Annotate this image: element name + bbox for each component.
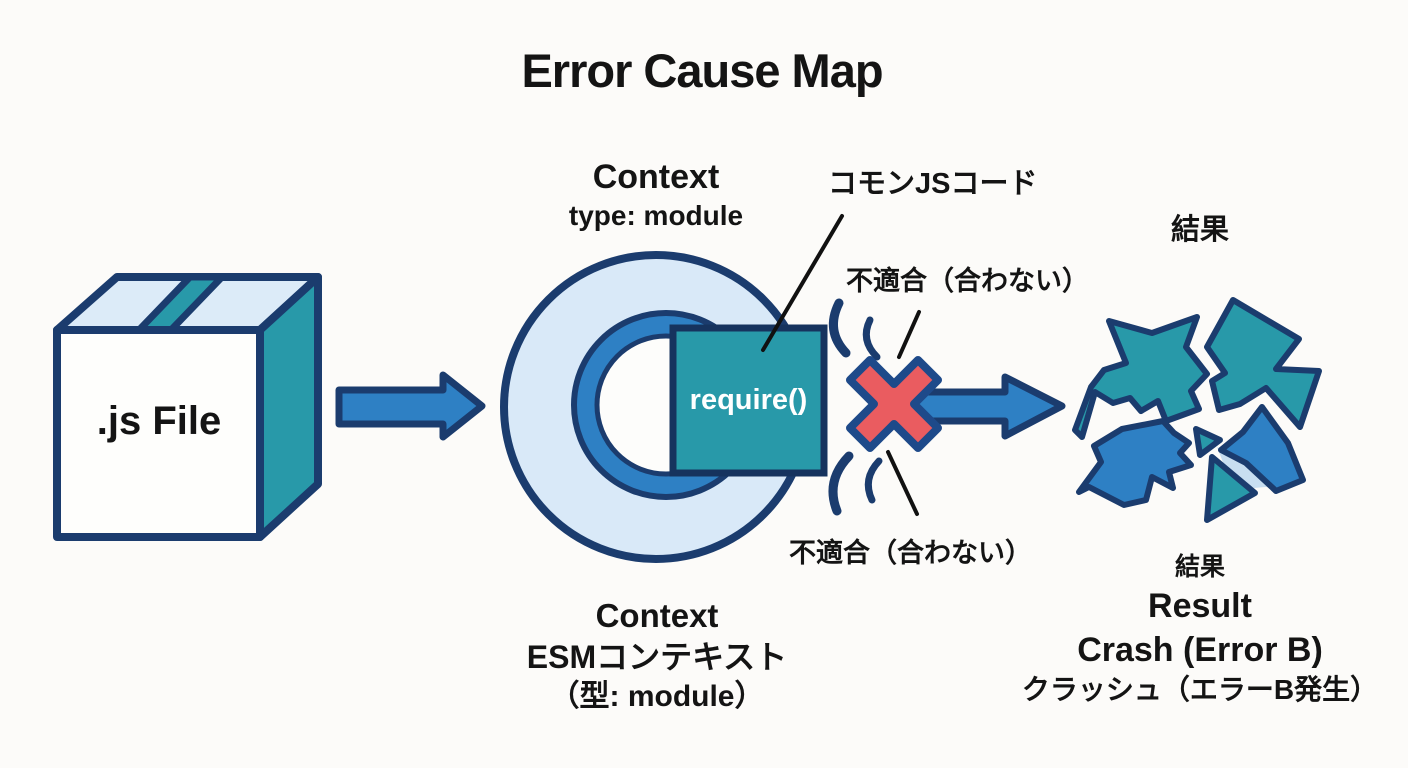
result-bottom-label-group: 結果 Result Crash (Error B) クラッシュ（エラーB発生）: [1000, 551, 1400, 708]
collision-splash-icon: [828, 298, 883, 516]
shard: [1204, 454, 1258, 523]
flow-arrow-icon: [335, 371, 486, 441]
esm-context-jp-label: ESMコンテキスト: [526, 639, 788, 676]
shard: [1193, 426, 1223, 458]
crash-jp-label: クラッシュ（エラーB発生）: [1021, 673, 1379, 705]
context-top-label: Context: [592, 158, 720, 196]
shattered-pieces-icon: [1072, 297, 1322, 523]
context-type-label: type: module: [568, 200, 744, 232]
diagram-title: Error Cause Map: [521, 44, 883, 97]
collision-x-icon: [846, 356, 942, 452]
commonjs-code-label: コモンJSコード: [828, 168, 1038, 200]
pointer-line-bottom: [886, 450, 919, 516]
js-file-label: .js File: [96, 399, 222, 443]
context-top-label-group: Context type: module: [506, 158, 806, 232]
shard: [1072, 314, 1210, 440]
result-top-label: 結果: [1170, 214, 1229, 246]
context-bottom-label-group: Context ESMコンテキスト （型: module）: [457, 595, 857, 717]
result-label: Result: [1148, 586, 1252, 625]
js-file-box-icon: [53, 273, 322, 541]
shard: [1076, 418, 1194, 508]
result-jp-small-label: 結果: [1174, 553, 1225, 581]
callout-line: [761, 214, 844, 352]
mismatch-top-label: 不適合（合わない）: [846, 266, 1089, 296]
mismatch-bottom-label: 不適合（合わない）: [789, 538, 1032, 568]
shard: [1218, 404, 1306, 494]
require-box-icon: [669, 324, 828, 477]
crash-label: Crash (Error B): [1077, 630, 1323, 669]
shard: [1204, 297, 1322, 430]
pointer-line-top: [897, 310, 921, 359]
context-bottom-label: Context: [595, 597, 719, 634]
require-label: require(): [689, 384, 808, 416]
context-type-jp-label: （型: module）: [549, 680, 765, 714]
